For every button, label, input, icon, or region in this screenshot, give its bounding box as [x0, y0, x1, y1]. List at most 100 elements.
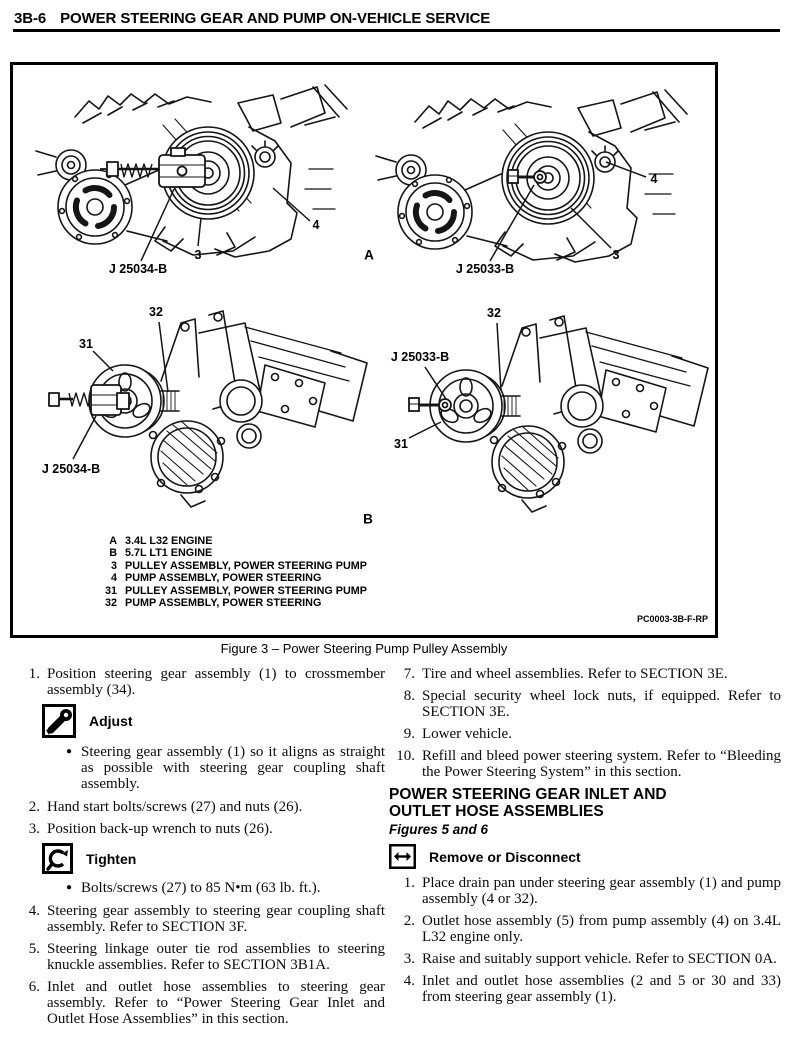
step-number: 3. [28, 821, 40, 837]
step-text: Inlet and outlet hose assemblies (2 and … [422, 973, 781, 1005]
figure-box: J 25034-B 3 4 A J 25033-B 3 4 32 31 J 25… [10, 62, 718, 638]
callout-3-tl: 3 [194, 248, 202, 262]
callout-32-bl: 32 [149, 305, 163, 319]
hose-section-title: POWER STEERING GEAR INLET AND OUTLET HOS… [389, 786, 781, 820]
header-rule [13, 29, 780, 32]
legend-row: 4 PUMP ASSEMBLY, POWER STEERING [97, 572, 367, 584]
step-text: Position steering gear assembly (1) to c… [47, 666, 385, 698]
install-step-10: 10. Refill and bleed power steering syst… [389, 748, 781, 780]
legend-row: 31 PULLEY ASSEMBLY, POWER STEERING PUMP [97, 585, 367, 597]
install-step-2: 2. Hand start bolts/screws (27) and nuts… [14, 799, 385, 815]
hose-step-3: 3. Raise and suitably support vehicle. R… [389, 951, 781, 967]
tool-label-bl: J 25034-B [41, 462, 101, 476]
view-a-label: A [364, 247, 374, 263]
callout-4-tr: 4 [650, 172, 658, 186]
hose-step-2: 2. Outlet hose assembly (5) from pump as… [389, 913, 781, 945]
page-number: 3B-6 [14, 10, 47, 27]
step-text: Lower vehicle. [422, 726, 512, 742]
legend-label: PUMP ASSEMBLY, POWER STEERING [125, 572, 322, 585]
step-text: Raise and suitably support vehicle. Refe… [422, 951, 777, 967]
step-number: 10. [396, 748, 415, 764]
callout-leader-lines [72, 161, 647, 460]
tighten-callout-row: Tighten [42, 843, 385, 874]
install-step-3: 3. Position back-up wrench to nuts (26). [14, 821, 385, 837]
step-text: Position back-up wrench to nuts (26). [47, 821, 273, 837]
adjust-label: Adjust [89, 713, 133, 729]
step-text: Inlet and outlet hose assemblies to stee… [47, 979, 385, 1027]
hose-step-4: 4. Inlet and outlet hose assemblies (2 a… [389, 973, 781, 1005]
step-text: Place drain pan under steering gear asse… [422, 875, 781, 907]
step-number: 4. [403, 973, 415, 989]
step-number: 6. [28, 979, 40, 995]
install-step-1: 1. Position steering gear assembly (1) t… [14, 666, 385, 698]
legend-row: A 3.4L L32 ENGINE [97, 535, 367, 547]
step-text: Tire and wheel assemblies. Refer to SECT… [422, 666, 728, 682]
step-number: 1. [403, 875, 415, 891]
install-step-7: 7. Tire and wheel assemblies. Refer to S… [389, 666, 781, 682]
puller-tool-bottom [48, 384, 130, 416]
legend-row: B 5.7L LT1 ENGINE [97, 547, 367, 559]
step-text: Hand start bolts/screws (27) and nuts (2… [47, 799, 303, 815]
install-step-4: 4. Steering gear assembly to steering ge… [14, 903, 385, 935]
tighten-bullet-item: Bolts/screws (27) to 85 N•m (63 lb. ft.)… [66, 880, 385, 896]
remove-disconnect-icon [389, 844, 416, 869]
step-number: 4. [28, 903, 40, 919]
hose-step-1: 1. Place drain pan under steering gear a… [389, 875, 781, 907]
callout-4-tl: 4 [312, 218, 320, 232]
install-step-9: 9. Lower vehicle. [389, 726, 781, 742]
install-step-5: 5. Steering linkage outer tie rod assemb… [14, 941, 385, 973]
figure-caption: Figure 3 – Power Steering Pump Pulley As… [220, 641, 508, 656]
legend-label: 5.7L LT1 ENGINE [125, 547, 213, 560]
legend-key: 31 [104, 584, 117, 597]
tool-label-br: J 25033-B [390, 350, 450, 364]
legend-key: 4 [110, 572, 117, 585]
step-text: Steering gear assembly to steering gear … [47, 903, 385, 935]
step-number: 2. [28, 799, 40, 815]
figure-line-art-svg [13, 65, 709, 513]
callout-31-br: 31 [394, 437, 408, 451]
bullet-text: Steering gear assembly (1) so it aligns … [81, 744, 385, 792]
tool-label-tr: J 25033-B [455, 262, 515, 276]
hose-section-title-line1: POWER STEERING GEAR INLET AND [389, 786, 667, 803]
figure-part-code: PC0003-3B-F-RP [636, 614, 708, 624]
legend-label: PULLEY ASSEMBLY, POWER STEERING PUMP [125, 584, 367, 597]
step-number: 1. [28, 666, 40, 682]
callout-31-bl: 31 [79, 337, 93, 351]
step-text: Refill and bleed power steering system. … [422, 748, 781, 780]
puller-tool-top [100, 147, 206, 188]
page-header: 3B-6 POWER STEERING GEAR AND PUMP ON-VEHI… [14, 10, 780, 27]
view-b-label: B [363, 511, 373, 527]
right-column: 7. Tire and wheel assemblies. Refer to S… [389, 666, 781, 1011]
nut-tool-bottom [408, 397, 452, 412]
nut-tool-top [507, 169, 547, 184]
callout-32-br: 32 [487, 306, 501, 320]
install-step-8: 8. Special security wheel lock nuts, if … [389, 688, 781, 720]
step-number: 3. [403, 951, 415, 967]
hose-section-subtitle: Figures 5 and 6 [389, 822, 489, 837]
step-text: Steering linkage outer tie rod assemblie… [47, 941, 385, 973]
tighten-label: Tighten [86, 850, 137, 867]
step-text: Outlet hose assembly (5) from pump assem… [422, 913, 781, 945]
adjust-icon [42, 704, 76, 738]
legend-label: PULLEY ASSEMBLY, POWER STEERING PUMP [125, 559, 367, 572]
remove-disconnect-row: Remove or Disconnect [389, 844, 781, 869]
legend-label: 3.4L L32 ENGINE [125, 535, 213, 547]
callout-3-tr: 3 [612, 248, 620, 262]
tighten-icon [42, 843, 73, 874]
bullet-text: Bolts/screws (27) to 85 N•m (63 lb. ft.)… [81, 880, 321, 896]
step-number: 8. [403, 688, 415, 704]
step-number: 2. [403, 913, 415, 929]
step-number: 5. [28, 941, 40, 957]
remove-disconnect-label: Remove or Disconnect [429, 848, 581, 865]
page-title: POWER STEERING GEAR AND PUMP ON-VEHICLE … [60, 10, 491, 27]
legend-label: PUMP ASSEMBLY, POWER STEERING [125, 597, 322, 610]
legend-key: B [109, 547, 117, 560]
step-text: Special security wheel lock nuts, if equ… [422, 688, 781, 720]
legend-key: A [109, 535, 117, 547]
step-number: 7. [403, 666, 415, 682]
step-number: 9. [403, 726, 415, 742]
install-steps-column: 1. Position steering gear assembly (1) t… [14, 666, 385, 1033]
